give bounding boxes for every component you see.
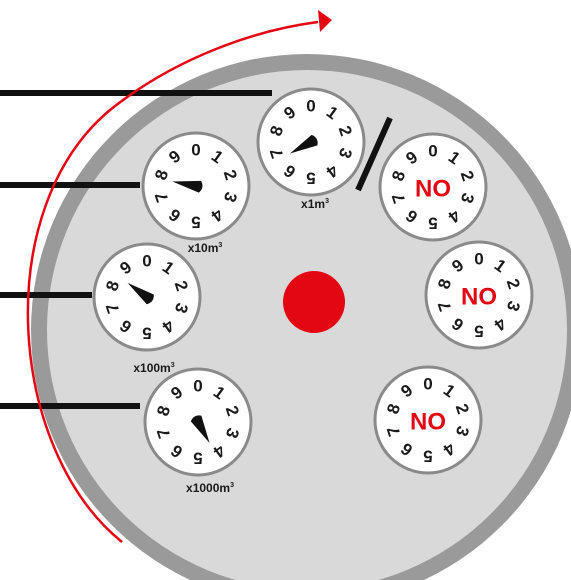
dial-digit: 5 — [306, 169, 315, 188]
unit-text: x1000m — [186, 481, 230, 495]
dial-digit: 5 — [428, 214, 437, 233]
dial-unit-label: x10m3 — [188, 241, 223, 255]
dial-digit: 0 — [474, 250, 483, 269]
dial-digit: 0 — [142, 252, 151, 271]
unit-superscript: 3 — [218, 242, 222, 249]
dial-digit: 5 — [191, 213, 200, 232]
unit-superscript: 3 — [171, 362, 175, 369]
dial-digit: 0 — [191, 141, 200, 160]
dial-digit: 0 — [193, 377, 202, 396]
unit-superscript: 3 — [230, 482, 234, 489]
red-dot-icon — [283, 271, 345, 333]
dial-digit: 0 — [423, 375, 432, 394]
dial-digit: 5 — [474, 322, 483, 341]
unused-dial-text: NO — [461, 284, 497, 311]
dial-digit: 5 — [193, 449, 202, 468]
unit-text: x100m — [133, 361, 170, 375]
dial-unit-label: x1000m3 — [186, 481, 234, 495]
dial-unit-label: x100m3 — [133, 361, 174, 375]
dial-unit-label: x1m3 — [301, 197, 329, 211]
dial-digit: 0 — [306, 97, 315, 116]
unit-text: x10m — [188, 241, 219, 255]
arrowhead-icon — [318, 10, 332, 32]
unit-superscript: 3 — [325, 198, 329, 205]
dial-digit: 5 — [423, 447, 432, 466]
unit-text: x1m — [301, 197, 325, 211]
unused-dial-text: NO — [410, 409, 446, 436]
dial-digit: 5 — [142, 324, 151, 343]
dial-digit: 0 — [428, 142, 437, 161]
unused-dial-text: NO — [415, 176, 451, 203]
